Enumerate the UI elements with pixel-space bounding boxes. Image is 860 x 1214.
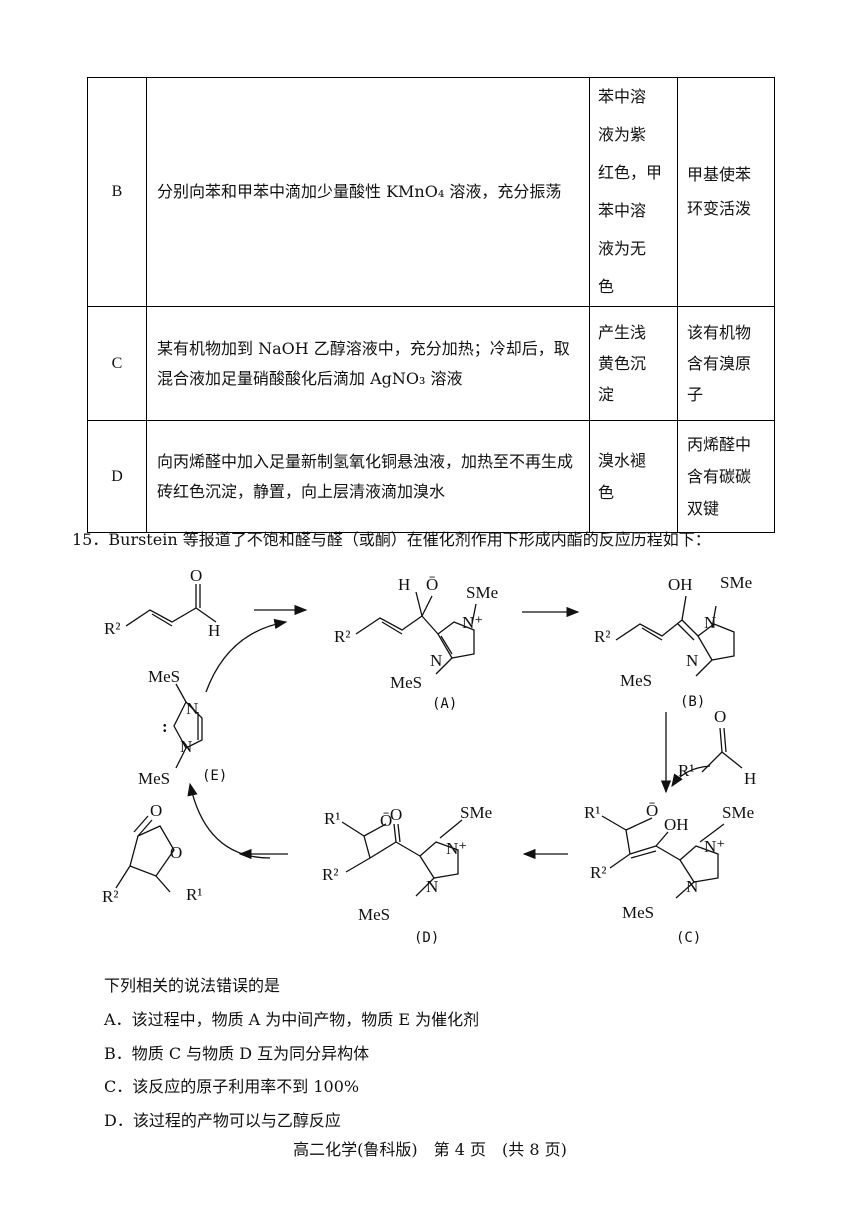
r2-label: R² bbox=[594, 627, 610, 646]
n-plus-label: N⁺ bbox=[462, 613, 483, 632]
option-a[interactable]: A．该过程中，物质 A 为中间产物，物质 E 为催化剂 bbox=[104, 1010, 480, 1029]
n-label: N bbox=[430, 651, 442, 670]
option-cell: D bbox=[87, 420, 147, 533]
label-a: (A) bbox=[432, 696, 457, 712]
label-c: (C) bbox=[676, 930, 701, 946]
mes-label: MeS bbox=[148, 667, 180, 686]
h-label: H bbox=[398, 575, 410, 594]
intermediate-c-structure bbox=[601, 815, 725, 899]
n-label: N bbox=[686, 877, 698, 896]
n-plus-label: N⁺ bbox=[704, 837, 725, 856]
o-minus-label: Ō bbox=[646, 801, 658, 820]
curved-arrow-release-e bbox=[187, 782, 271, 859]
r2-label: R² bbox=[334, 627, 350, 646]
intermediate-a-structure bbox=[355, 591, 477, 675]
r1-label: R¹ bbox=[324, 809, 340, 828]
operation-cell: 分别向苯和甲苯中滴加少量酸性 KMnO₄ 溶液，充分振荡 bbox=[146, 77, 590, 307]
aldehyde-structure bbox=[125, 584, 217, 627]
mes-label: MeS bbox=[358, 905, 390, 924]
curved-arrow-aldehyde-in bbox=[671, 765, 711, 788]
operation-cell: 向丙烯醛中加入足量新制氢氧化铜悬浊液，加热至不再生成砖红色沉淀，静置，向上层清液… bbox=[146, 420, 590, 533]
mes-label: MeS bbox=[620, 671, 652, 690]
reaction-scheme: O H R² H Ō SMe N⁺ N R² MeS (A) OH SMe N … bbox=[102, 566, 756, 946]
o-label: O bbox=[714, 707, 726, 726]
aldehyde-r1-structure bbox=[701, 727, 743, 773]
smt-label: SMe bbox=[466, 583, 498, 602]
o-minus-label: Ō bbox=[380, 811, 392, 830]
option-b[interactable]: B．物质 C 与物质 D 互为同分异构体 bbox=[104, 1044, 370, 1063]
intermediate-b-structure bbox=[615, 595, 735, 677]
o-label: O bbox=[150, 801, 162, 820]
question-stem: 15．Burstein 等报道了不饱和醛与醛（或酮）在催化剂作用下形成内酯的反应… bbox=[72, 526, 711, 550]
label-d: (D) bbox=[414, 930, 439, 946]
r2-label: R² bbox=[104, 619, 120, 638]
r2-label: R² bbox=[590, 863, 606, 882]
phenomenon-cell: 苯中溶液为紫 红色，甲苯中溶 液为无色 bbox=[589, 77, 678, 307]
o-label: O bbox=[190, 566, 202, 585]
r2-label: R² bbox=[322, 865, 338, 884]
mes-label: MeS bbox=[390, 673, 422, 692]
phenomenon-cell: 溴水褪色 bbox=[589, 420, 678, 533]
question-text: Burstein 等报道了不饱和醛与醛（或酮）在催化剂作用下形成内酯的反应历程如… bbox=[108, 530, 711, 549]
table-row: B 分别向苯和甲苯中滴加少量酸性 KMnO₄ 溶液，充分振荡 苯中溶液为紫 红色… bbox=[87, 77, 775, 307]
n-label: N bbox=[186, 699, 198, 718]
n-label: N bbox=[704, 613, 716, 632]
smt-label: SMe bbox=[720, 573, 752, 592]
intermediate-d-structure bbox=[341, 819, 463, 897]
page-footer: 高二化学(鲁科版) 第 4 页 (共 8 页) bbox=[293, 1140, 567, 1159]
n-label: N bbox=[426, 877, 438, 896]
phenomenon-cell: 产生浅黄色沉 淀 bbox=[589, 306, 678, 421]
r1-label: R¹ bbox=[584, 803, 600, 822]
h-label: H bbox=[208, 621, 220, 640]
option-cell: B bbox=[87, 77, 147, 307]
n-label: N bbox=[180, 737, 192, 756]
option-cell: C bbox=[87, 306, 147, 421]
oh-label: OH bbox=[668, 575, 693, 594]
conclusion-cell: 丙烯醛中含有碳碳 双键 bbox=[677, 420, 775, 533]
experiment-table: B 分别向苯和甲苯中滴加少量酸性 KMnO₄ 溶液，充分振荡 苯中溶液为紫 红色… bbox=[87, 77, 775, 533]
mes-label: MeS bbox=[622, 903, 654, 922]
o-label: O bbox=[170, 843, 182, 862]
label-b: (B) bbox=[680, 694, 705, 710]
smt-label: SMe bbox=[460, 803, 492, 822]
o-minus-label: Ō bbox=[426, 575, 438, 594]
carbene-dot: : bbox=[162, 717, 168, 736]
n-plus-label: N⁺ bbox=[446, 839, 467, 858]
table-row: D 向丙烯醛中加入足量新制氢氧化铜悬浊液，加热至不再生成砖红色沉淀，静置，向上层… bbox=[87, 420, 775, 533]
conclusion-cell: 甲基使苯环变活泼 bbox=[677, 77, 775, 307]
question-number: 15． bbox=[72, 530, 109, 549]
smt-label: SMe bbox=[722, 803, 754, 822]
label-e: (E) bbox=[202, 768, 227, 784]
oh-label: OH bbox=[664, 815, 689, 834]
r1-label: R¹ bbox=[186, 885, 202, 904]
mes-label: MeS bbox=[138, 769, 170, 788]
n-label: N bbox=[686, 651, 698, 670]
h-label: H bbox=[744, 769, 756, 788]
r2-label: R² bbox=[102, 887, 118, 906]
o-label: O bbox=[390, 805, 402, 824]
catalyst-e-structure bbox=[173, 683, 203, 769]
table-row: C 某有机物加到 NaOH 乙醇溶液中，充分加热；冷却后，取混合液加足量硝酸酸化… bbox=[87, 306, 775, 421]
r1-label: R¹ bbox=[678, 761, 694, 780]
option-c[interactable]: C．该反应的原子利用率不到 100% bbox=[104, 1077, 360, 1096]
question-prompt: 下列相关的说法错误的是 bbox=[104, 976, 281, 995]
lactone-product-structure bbox=[115, 815, 175, 893]
curved-arrow-e-to-aldehyde bbox=[205, 618, 288, 693]
conclusion-cell: 该有机物含有溴原 子 bbox=[677, 306, 775, 421]
operation-cell: 某有机物加到 NaOH 乙醇溶液中，充分加热；冷却后，取混合液加足量硝酸酸化后滴… bbox=[146, 306, 590, 421]
option-d[interactable]: D．该过程的产物可以与乙醇反应 bbox=[104, 1111, 341, 1130]
